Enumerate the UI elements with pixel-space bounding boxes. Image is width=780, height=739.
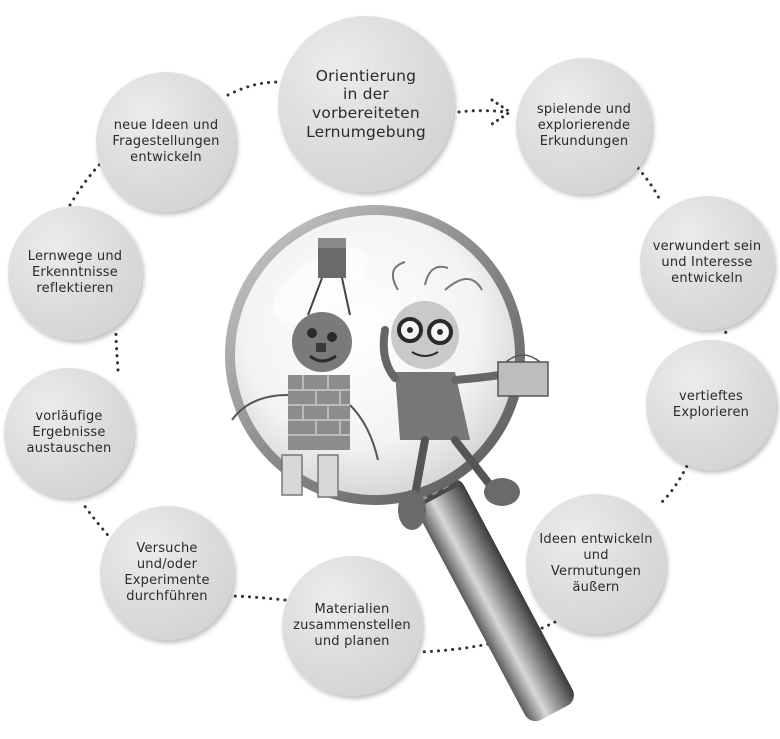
node-vorlaeufige: vorläufige Ergebnisse austauschen xyxy=(4,368,134,498)
connector-neue-ideen-orientierung xyxy=(226,80,282,97)
connector-materialien-versuche xyxy=(226,594,287,602)
connector-vorlaeufige-lernwege xyxy=(114,330,120,372)
node-ideen-entwickeln: Ideen entwickeln und Vermutungen äußern xyxy=(526,494,666,634)
connector-spielende-verwundert xyxy=(636,166,662,202)
node-verwundert: verwundert sein und Interesse entwickeln xyxy=(640,196,774,330)
node-versuche: Versuche und/oder Experimente durchführe… xyxy=(100,506,234,640)
node-spielende: spielende und explorierende Erkundungen xyxy=(516,58,652,194)
node-neue-ideen: neue Ideen und Fragestellungen entwickel… xyxy=(96,72,236,212)
node-materialien: Materialien zusammenstellen und planen xyxy=(282,556,422,696)
node-orientierung: Orientierung in der vorbereiteten Lernum… xyxy=(278,16,454,192)
node-lernwege: Lernwege und Erkenntnisse reflektieren xyxy=(8,206,142,340)
connector-ideen-materialien xyxy=(418,620,557,654)
node-vertieftes: vertieftes Explorieren xyxy=(646,340,776,470)
arrowhead-icon xyxy=(490,98,513,126)
right-puppet-figure xyxy=(379,261,549,530)
connector-vertieftes-ideen xyxy=(660,458,692,504)
left-puppet-figure xyxy=(231,238,379,498)
connector-orientierung-spielende xyxy=(450,109,507,115)
magnifier-lens xyxy=(225,205,525,505)
